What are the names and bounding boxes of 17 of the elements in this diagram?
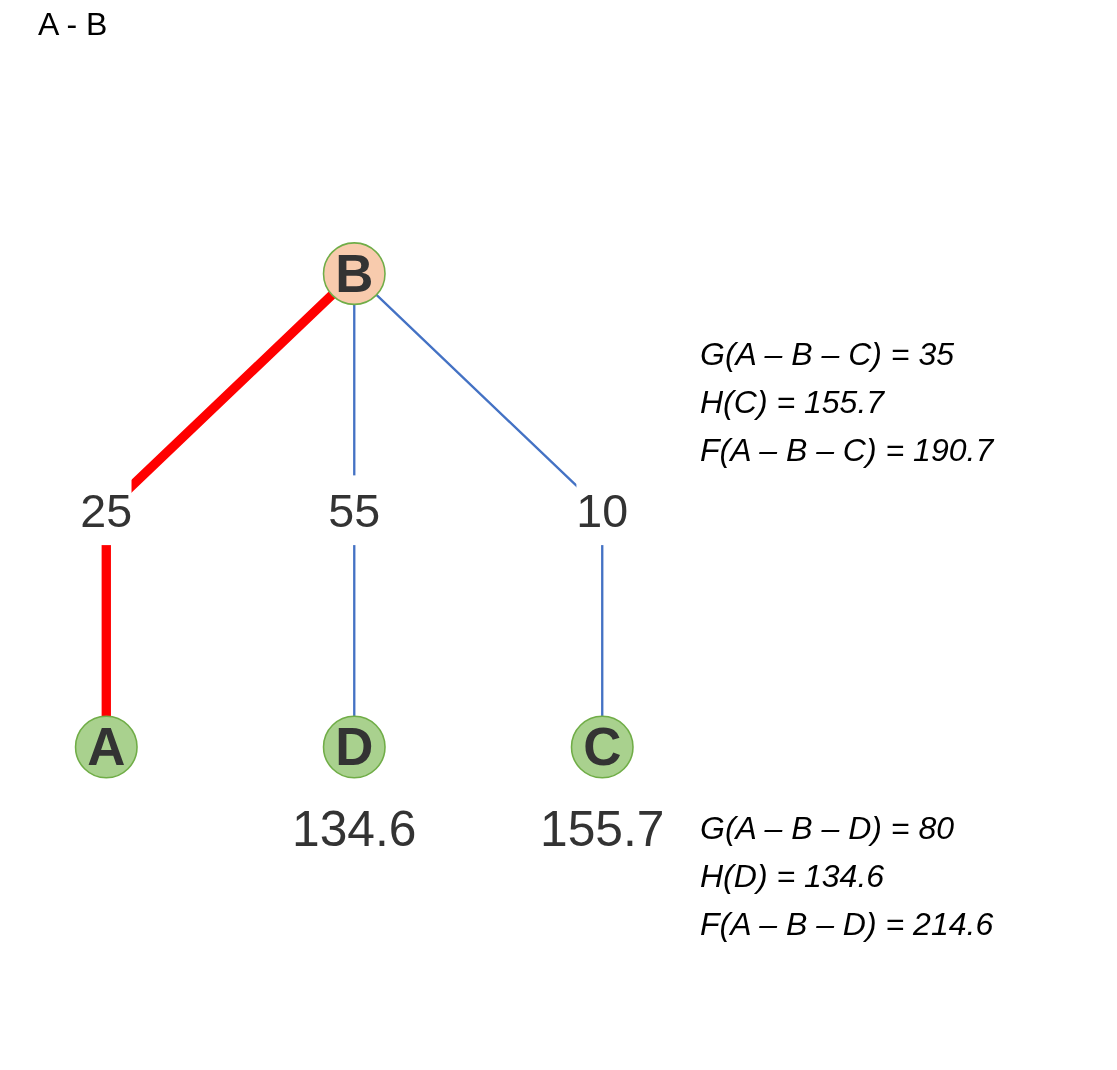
formula-text: F(A – B – D) = 214.6 [700,905,994,944]
formula-text: F(A – B – C) = 190.7 [700,431,994,470]
node-circle: C [570,715,634,779]
edge-label: 10 [576,484,629,536]
formula-text: G(A – B – D) = 80 [700,809,956,848]
formula-text: H(C) = 155.7 [700,383,886,422]
node-caption: 134.6 [292,800,417,857]
node-circle: A [74,715,138,779]
diagram-title: A - B [38,6,108,43]
edge-label: 55 [328,484,381,536]
formula-text: H(D) = 134.6 [700,857,886,896]
connector [101,291,336,717]
node-circle: D [322,715,386,779]
node-circle: B [322,242,386,306]
formula-text: G(A – B – C) = 35 [700,335,956,374]
node-caption: 155.7 [540,800,665,857]
edge-label: 25 [80,484,133,536]
